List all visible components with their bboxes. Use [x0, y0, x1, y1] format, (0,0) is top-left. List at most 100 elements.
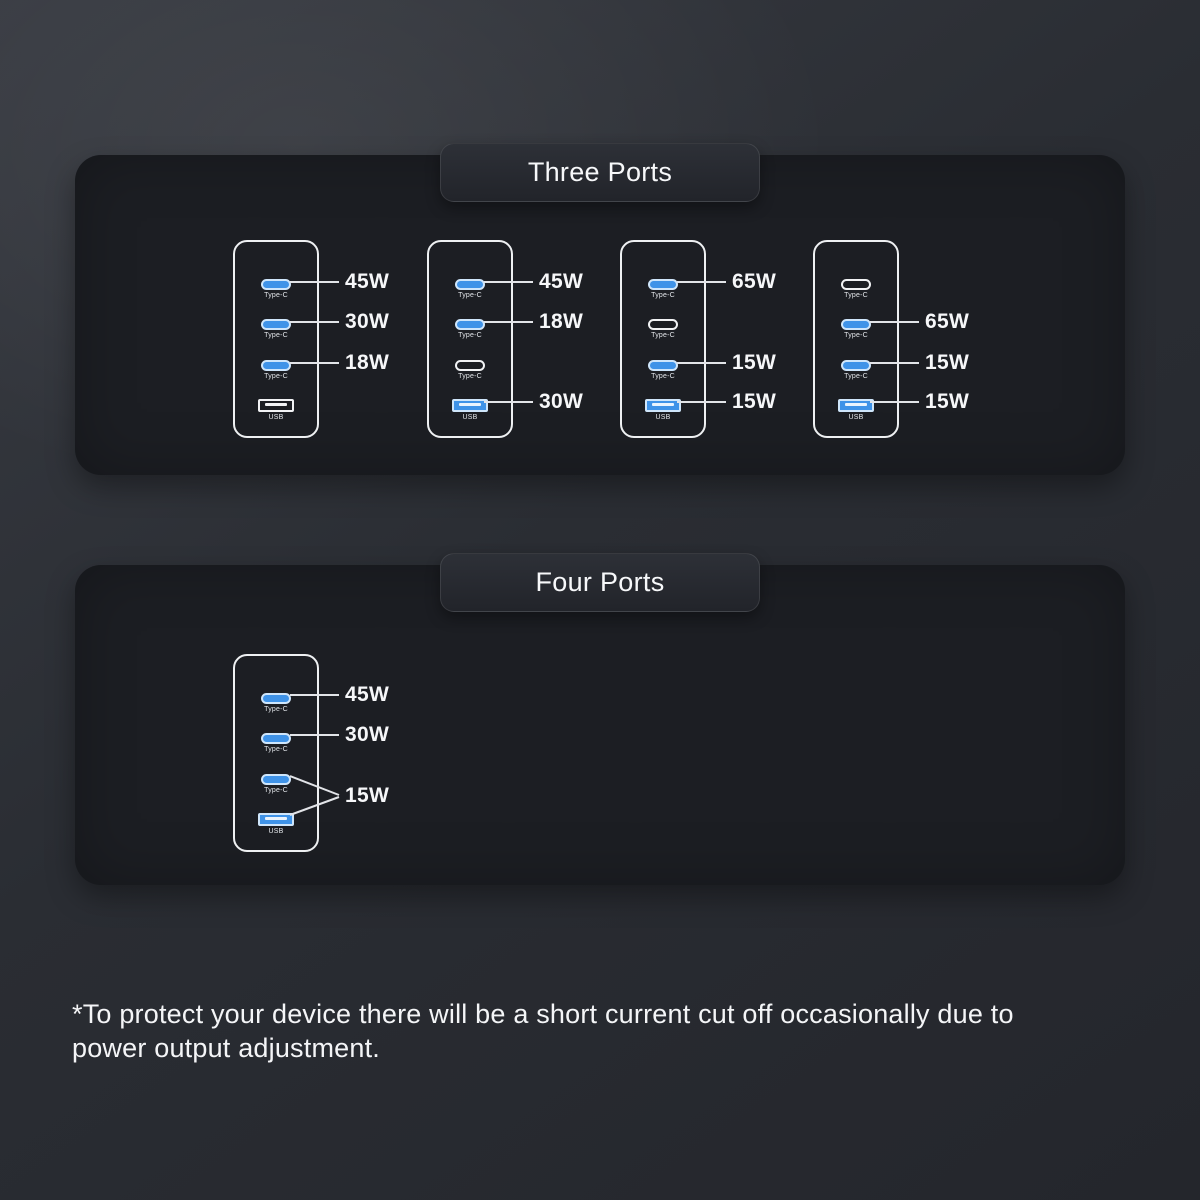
four-ports-panel [75, 565, 1125, 885]
port-type-label: Type-C [844, 373, 868, 380]
connector-line [870, 401, 919, 403]
three-ports-panel [75, 155, 1125, 475]
usb-a-port-icon [452, 399, 488, 412]
port-row: Type-C [235, 360, 317, 380]
connector-line [870, 362, 919, 364]
connector-line [677, 401, 726, 403]
connector-line [484, 321, 533, 323]
port-type-label: Type-C [458, 373, 482, 380]
watt-label: 65W [925, 310, 970, 333]
port-row: Type-C [235, 319, 317, 339]
port-row: USB [429, 399, 511, 421]
connector-line [484, 281, 533, 283]
type-c-port-icon [648, 279, 678, 290]
port-row: Type-C [235, 693, 317, 713]
port-type-label: Type-C [458, 292, 482, 299]
usb-a-port-icon [258, 399, 294, 412]
type-c-port-icon [261, 360, 291, 371]
connector-line [290, 281, 339, 283]
type-c-port-icon [261, 279, 291, 290]
watt-label: 45W [345, 683, 390, 706]
watt-label: 18W [539, 310, 584, 333]
connector-line [677, 281, 726, 283]
port-type-label: Type-C [264, 373, 288, 380]
fork-connector [290, 775, 340, 816]
port-type-label: USB [848, 414, 864, 421]
type-c-port-icon [648, 360, 678, 371]
port-type-label: USB [655, 414, 671, 421]
port-type-label: Type-C [844, 332, 868, 339]
port-type-label: Type-C [264, 787, 288, 794]
three-ports-tab: Three Ports [440, 143, 760, 202]
connector-line [484, 401, 533, 403]
connector-line [290, 694, 339, 696]
type-c-port-icon [261, 774, 291, 785]
type-c-port-icon [261, 733, 291, 744]
port-type-label: Type-C [844, 292, 868, 299]
watt-label: 45W [539, 270, 584, 293]
type-c-port-icon [648, 319, 678, 330]
watt-label: 15W [345, 784, 390, 807]
port-row: USB [235, 813, 317, 835]
port-row: Type-C [235, 733, 317, 753]
watt-label: 30W [539, 390, 584, 413]
charger-four-ports: Type-C Type-C Type-C USB [233, 654, 319, 852]
port-type-label: Type-C [651, 332, 675, 339]
connector-line [290, 734, 339, 736]
port-type-label: Type-C [264, 332, 288, 339]
usb-a-port-icon [645, 399, 681, 412]
port-type-label: USB [268, 414, 284, 421]
watt-label: 15W [925, 351, 970, 374]
port-type-label: Type-C [651, 373, 675, 380]
charger-3: Type-C Type-C Type-C USB [620, 240, 706, 438]
port-type-label: Type-C [264, 292, 288, 299]
type-c-port-icon [261, 319, 291, 330]
type-c-port-icon [455, 360, 485, 371]
port-row: USB [622, 399, 704, 421]
charger-2: Type-C Type-C Type-C USB [427, 240, 513, 438]
four-ports-title: Four Ports [535, 567, 665, 597]
connector-line [870, 321, 919, 323]
port-type-label: USB [268, 828, 284, 835]
connector-line [677, 362, 726, 364]
watt-label: 15W [925, 390, 970, 413]
type-c-port-icon [455, 319, 485, 330]
port-type-label: USB [462, 414, 478, 421]
port-row: Type-C [235, 774, 317, 794]
port-type-label: Type-C [264, 706, 288, 713]
port-row: Type-C [815, 279, 897, 299]
port-row: USB [235, 399, 317, 421]
watt-label: 15W [732, 351, 777, 374]
port-type-label: Type-C [458, 332, 482, 339]
charger-4: Type-C Type-C Type-C USB [813, 240, 899, 438]
port-row: Type-C [622, 360, 704, 380]
port-row: Type-C [429, 360, 511, 380]
three-ports-title: Three Ports [527, 157, 673, 187]
port-row: Type-C [622, 279, 704, 299]
type-c-port-icon [455, 279, 485, 290]
type-c-port-icon [841, 319, 871, 330]
watt-label: 65W [732, 270, 777, 293]
port-row: Type-C [815, 319, 897, 339]
watt-label: 45W [345, 270, 390, 293]
port-row: Type-C [235, 279, 317, 299]
watt-label: 30W [345, 310, 390, 333]
connector-line [290, 321, 339, 323]
port-type-label: Type-C [264, 746, 288, 753]
port-type-label: Type-C [651, 292, 675, 299]
usb-a-port-icon [838, 399, 874, 412]
port-row: USB [815, 399, 897, 421]
watt-label: 18W [345, 351, 390, 374]
watt-label: 15W [732, 390, 777, 413]
port-row: Type-C [622, 319, 704, 339]
type-c-port-icon [261, 693, 291, 704]
port-row: Type-C [815, 360, 897, 380]
port-row: Type-C [429, 319, 511, 339]
watt-label: 30W [345, 723, 390, 746]
port-row: Type-C [429, 279, 511, 299]
four-ports-tab: Four Ports [440, 553, 760, 612]
type-c-port-icon [841, 360, 871, 371]
usb-a-port-icon [258, 813, 294, 826]
connector-line [290, 362, 339, 364]
